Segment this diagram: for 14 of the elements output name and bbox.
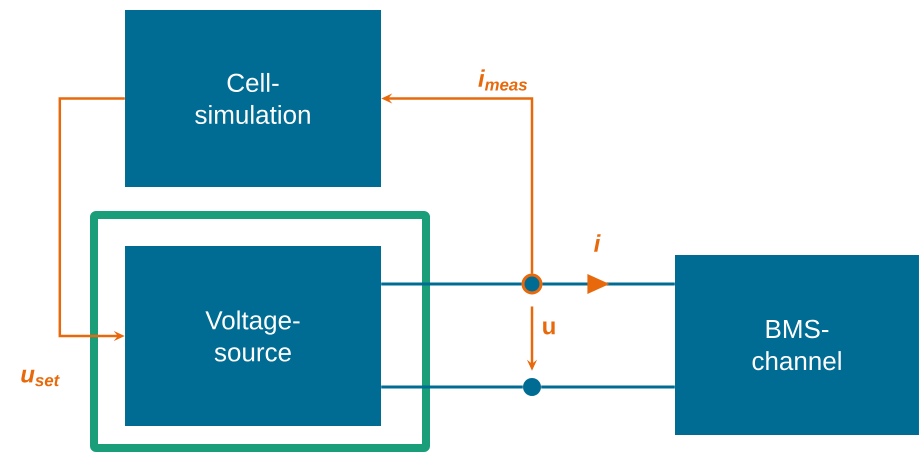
signal-label: i$_{meas}$ <box>478 69 527 91</box>
junction-dot <box>522 274 542 294</box>
process-box: Voltage- source <box>125 246 381 426</box>
connector-line <box>541 386 675 388</box>
process-box: Cell- simulation <box>125 10 381 187</box>
signal-label: i <box>594 234 601 252</box>
signal-label: u$_{set}$ <box>21 370 60 386</box>
junction-dot <box>523 378 541 396</box>
connector-line <box>381 282 522 286</box>
group-frame <box>90 211 430 452</box>
connector-line <box>381 386 523 388</box>
signal-label: u <box>543 322 555 334</box>
process-box: BMS- channel <box>675 255 919 435</box>
arrow <box>542 274 675 294</box>
